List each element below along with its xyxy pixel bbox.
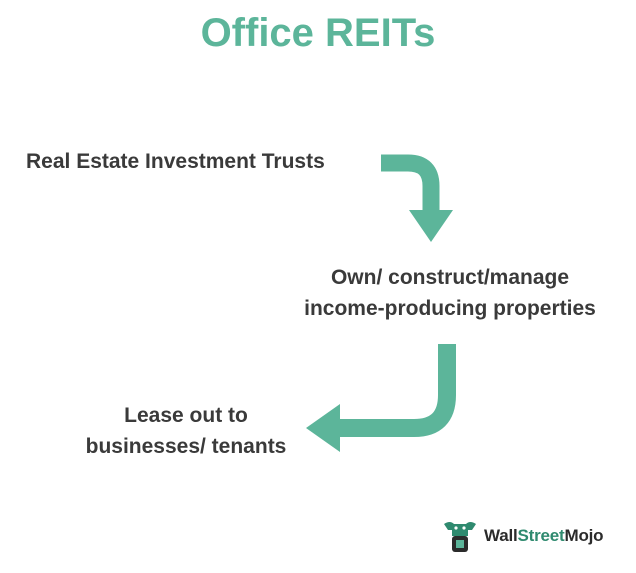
step-reit: Real Estate Investment Trusts bbox=[26, 146, 325, 177]
brand-logo: WallStreetMojo bbox=[440, 514, 604, 558]
step-own-construct-manage: Own/ construct/manage income-producing p… bbox=[270, 262, 630, 324]
brand-part-street: Street bbox=[517, 526, 565, 545]
brand-part-mojo: Mojo bbox=[564, 526, 604, 545]
step-lease-line-1: Lease out to bbox=[124, 404, 248, 427]
page-title: Office REITs bbox=[200, 11, 436, 55]
brand-part-wall: Wall bbox=[484, 526, 518, 545]
step-lease-out: Lease out to businesses/ tenants bbox=[56, 400, 316, 462]
curved-arrow-down-left-icon bbox=[306, 344, 456, 452]
curved-arrow-right-down-icon bbox=[381, 154, 453, 242]
step-own-line-1: Own/ construct/manage bbox=[330, 266, 570, 289]
step-own-line-2: income-producing properties bbox=[304, 297, 596, 320]
step-lease-line-2: businesses/ tenants bbox=[85, 435, 287, 458]
brand-name: WallStreetMojo bbox=[484, 526, 604, 546]
bull-logo-icon bbox=[444, 522, 476, 552]
step-reit-line-1: Real Estate Investment Trusts bbox=[26, 150, 325, 173]
